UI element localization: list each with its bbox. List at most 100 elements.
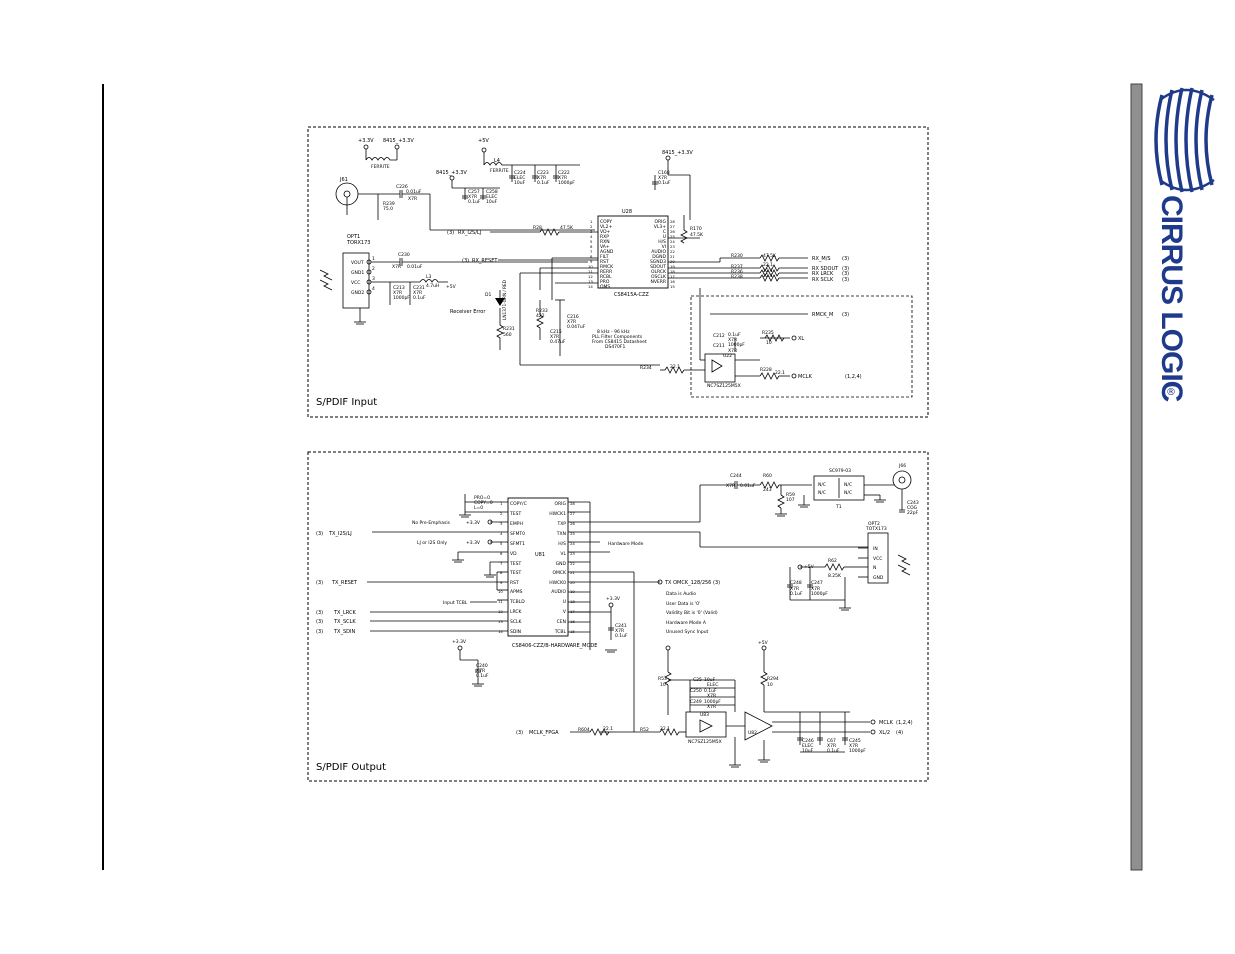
ref-label: (3) [462,258,469,264]
cap-label: X7R [468,194,477,200]
res-value: 47.5K [763,253,777,259]
input-top-cap-labels: C257 X7R 0.1uF C258 ELEC 10uF C224 ELEC … [468,170,671,205]
net-label: TX_RESET [331,580,358,586]
schematic-wire [759,481,780,489]
schematic-wire [366,289,372,295]
schematic-wire [813,475,865,501]
input-output-nets: RX_M/S RX SDOUT RX LRCK RX SCLK (3) (3) … [812,256,849,283]
led-ref: D1 [485,292,491,298]
cs8415-left-pins: COPY VL2+ VD+ RXP RXN VA+ AGND FILT RST … [600,219,614,290]
cap-label: C226 [396,184,408,190]
pin-num: 12 [498,609,503,614]
input-output-resistors: R230 47.5K R237 22.1 R236 22.1 R238 22.1 [731,253,777,280]
ref-label: (3) [842,312,849,318]
res-value: 75.0 [383,206,393,212]
pin-num: 27 [570,511,575,516]
cap-value: 0.1uF [827,748,840,754]
pin-num: 15 [570,629,575,634]
pin-num: 16 [670,279,675,284]
cap-label: C258 [486,189,498,195]
schematic-wire [704,353,736,383]
ref-label: (3) [842,266,849,272]
pin-num: 17 [670,274,675,279]
schematic-wire [367,494,508,687]
pin-num: 1 [372,256,375,262]
cap-label: C223 [537,170,549,176]
pin-name: H/S [558,541,566,547]
schematic-wire [1204,94,1214,186]
res-value: 8.25K [828,573,842,579]
pin-num: 8 [500,570,503,575]
pin-name: OMCK [552,570,567,576]
pin-num: 4 [590,234,593,239]
cap-value: 22pF [907,510,919,516]
res-value: 22.1 [763,268,773,274]
net-label: MCLK_FPGA [529,730,559,736]
res-label: R28 [533,225,542,231]
schematic-wire [760,671,768,686]
chip-part: NC7SZ125M5X [707,383,741,389]
cap-type: X7R [408,196,417,202]
pin-num: 25 [670,234,675,239]
cap-value: 0.01uF [406,189,422,195]
pin-name: RMCK [600,264,614,270]
cirrus-logic-wordmark: CIRRUS LOGIC [1155,195,1188,402]
pwr-label: +3.3V [606,596,621,602]
pin-num: 3 [590,229,593,234]
note-label: Hardware Mode [608,541,644,547]
res-label: R53 [658,676,667,682]
schematic-wire [759,254,780,262]
pin-name: AUDIO [551,589,566,595]
pin-num: 13 [588,279,593,284]
registered-mark: ® [1166,387,1176,398]
cap-label: C241 [615,623,627,629]
pin-num: 14 [498,629,503,634]
net-label: RX SDOUT [812,266,839,272]
cap-label: C215 [550,329,562,335]
schematic-wire [664,671,672,686]
cap-label: 0.1uF [537,180,550,186]
pin-num: 7 [500,561,503,566]
pin-name: N [873,565,876,571]
ref-label: (3) [316,610,323,616]
schematic-wire [1174,87,1184,193]
pin-num: 15 [670,284,675,289]
res-label: R235 [762,330,774,336]
schematic-wire [759,264,780,272]
pin-num: 12 [588,274,593,279]
pro-label: COPY=0 [474,500,493,506]
cap-label: 0.1uF [658,180,671,186]
pin-name: GND1 [351,270,364,276]
res-value: 47.5K [560,225,574,231]
pin-num: 19 [670,264,675,269]
pin-num: 2 [590,224,593,229]
cs8415-right-pins: ORIG VL3+ C U H/S VI AUDIO DGND SGND3 SD… [650,219,667,285]
spdif-input-frame [307,126,929,418]
transformer-labels: SC979-03 T1 N/C N/C N/C N/C J66 C243 COG… [818,463,919,516]
schematic-wire [1164,89,1174,191]
spdif-input-title: S/PDIF Input [316,397,377,408]
schematic-wire [1154,94,1164,186]
schematic-wire [660,288,808,383]
pin-name: TCBL [554,629,567,635]
cap-label: C246 [802,738,814,744]
pin-num: 18 [670,269,675,274]
net-label: MCLK [879,720,894,726]
pll-note: DS470F1 [605,344,625,350]
pin-num: 22 [570,561,575,566]
res-value: 22.1 [603,726,613,732]
pin-name: GND2 [351,290,364,296]
ref-label: (1,2,4) [845,374,862,380]
cap-value: 1000pF [704,699,721,705]
pin-num: 20 [570,580,575,585]
pin-num: 24 [570,541,575,546]
led-diode-icon [495,298,505,306]
ref-label: (3) [316,629,323,635]
cap-value: 0.047uF [567,324,586,330]
pwr-label: +5V [446,284,457,290]
res-value: 22.1 [660,726,670,732]
net-label: TX OMCK_128/256 [664,580,711,586]
pin-num: 26 [570,521,575,526]
cap-value: 0.1uF [615,633,628,639]
pin-num: 6 [500,551,503,556]
